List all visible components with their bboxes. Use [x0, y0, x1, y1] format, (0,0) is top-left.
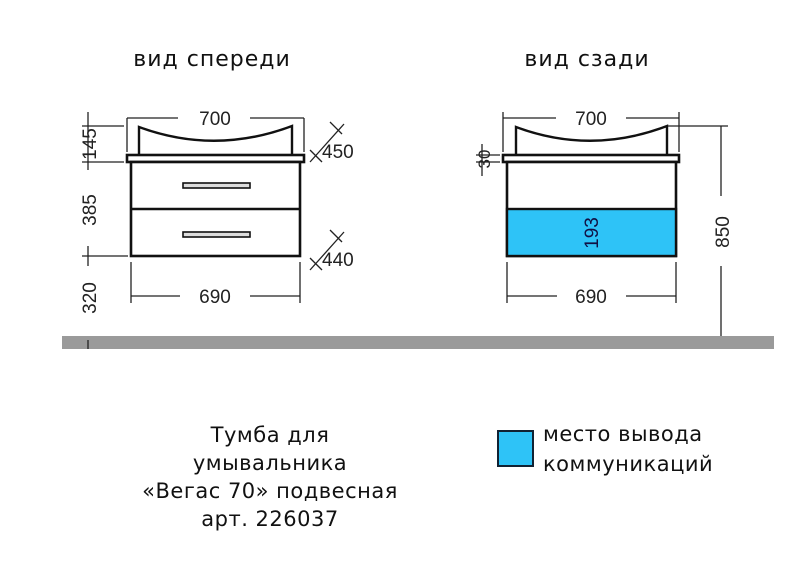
- caption-line-2: умывальника: [192, 451, 348, 475]
- front-sink-height-label: 145: [80, 128, 101, 160]
- back-view-title: вид сзади: [524, 47, 649, 72]
- caption-line-4: арт. 226037: [201, 507, 339, 531]
- legend-label: место вывода коммуникаций: [543, 419, 713, 479]
- back-sink-width-label: 700: [575, 109, 607, 130]
- back-cabinet-width-label: 690: [575, 287, 607, 308]
- front-view: вид спереди 700 145 385 320 450: [80, 47, 354, 349]
- utility-zone-height-label: 193: [582, 217, 603, 249]
- front-sink: [137, 124, 294, 157]
- product-caption: Тумба для умывальника «Вегас 70» подвесн…: [110, 421, 430, 533]
- caption-line-1: Тумба для: [210, 423, 330, 447]
- front-cabinet-width-label: 690: [199, 287, 231, 308]
- front-cabinet-depth-label: 440: [322, 250, 354, 271]
- drawer-handle-bottom: [182, 231, 251, 238]
- drawer-handle-top: [182, 182, 251, 189]
- front-cabinet-height-label: 385: [80, 194, 101, 226]
- utility-zone: [505, 207, 678, 258]
- back-countertop-thickness-label: 30: [475, 150, 494, 169]
- wall-bar: [62, 336, 774, 349]
- back-view: вид сзади 700 193 30 850 690: [475, 47, 734, 336]
- caption-line-3: «Вегас 70» подвесная: [142, 479, 398, 503]
- front-sink-width-label: 700: [199, 109, 231, 130]
- legend-swatch: [497, 430, 534, 467]
- legend-label-line-1: место вывода: [543, 422, 703, 446]
- back-sink: [514, 124, 669, 157]
- front-view-title: вид спереди: [133, 47, 291, 72]
- legend-label-line-2: коммуникаций: [543, 452, 714, 476]
- front-sink-depth-label: 450: [322, 142, 354, 163]
- back-total-height-label: 850: [713, 216, 734, 248]
- front-mount-height-label: 320: [80, 282, 101, 314]
